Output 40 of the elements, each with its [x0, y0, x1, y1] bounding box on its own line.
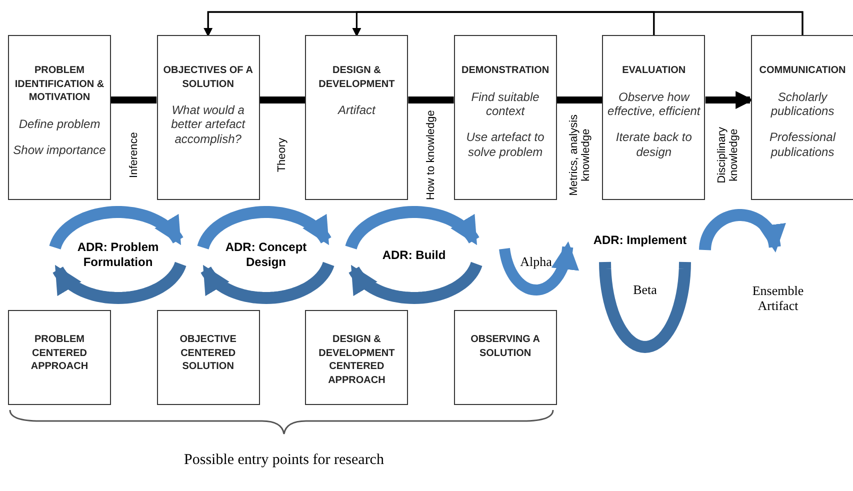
arrow-label: Alpha [519, 254, 553, 270]
cycle-label: ADR: Concept Design [224, 240, 308, 270]
cycle-label: ADR: Implement [592, 232, 688, 248]
box-heading: DEMONSTRATION [460, 64, 550, 78]
process-box [454, 35, 557, 200]
box-heading: DESIGN & DEVELOPMENT CENTERED APPROACH [318, 333, 396, 387]
box-heading: PROBLEM IDENTIFICATION & MOTIVATION [14, 64, 106, 104]
arrow-label: Ensemble Artifact [751, 282, 805, 314]
process-box [305, 35, 408, 200]
box-text: Iterate back to design [614, 130, 693, 160]
process-box [156, 35, 260, 200]
entry-point-box [8, 310, 111, 405]
caption: Possible entry points for research [183, 452, 385, 468]
entry-point-box [156, 310, 260, 405]
arrow [352, 11, 804, 37]
box-text: Professional publications [768, 130, 837, 160]
box-heading: DESIGN & DEVELOPMENT [318, 64, 396, 91]
box-text: Use artefact to solve problem [465, 130, 546, 160]
box-heading: OBJECTIVES OF A SOLUTION [162, 64, 254, 91]
box-text: Scholarly publications [770, 90, 836, 118]
cycle-label: ADR: Problem Formulation [76, 240, 160, 270]
entry-point-box [454, 310, 557, 405]
box-heading: COMMUNICATION [758, 64, 847, 78]
box-text: What would a better artefact accomplish? [170, 103, 246, 146]
process-box [751, 35, 853, 200]
process-box [8, 35, 111, 200]
box-text: Find suitable context [470, 90, 540, 118]
box-heading: PROBLEM CENTERED APPROACH [30, 333, 90, 374]
arrow-label: Beta [632, 282, 658, 298]
box-text: Show importance [13, 142, 106, 158]
entry-point-box [305, 310, 408, 405]
cycle-label: ADR: Build [381, 248, 447, 262]
edge-label: How to knowledge [424, 109, 438, 202]
box-text: Define problem [18, 116, 102, 131]
box-text: Artifact [336, 103, 377, 118]
box-heading: OBJECTIVE CENTERED SOLUTION [178, 333, 238, 374]
box-heading: EVALUATION [621, 64, 687, 78]
process-box [602, 35, 706, 200]
box-heading: OBSERVING A SOLUTION [470, 333, 542, 360]
box-text: Observe how effective, efficient [607, 90, 700, 118]
